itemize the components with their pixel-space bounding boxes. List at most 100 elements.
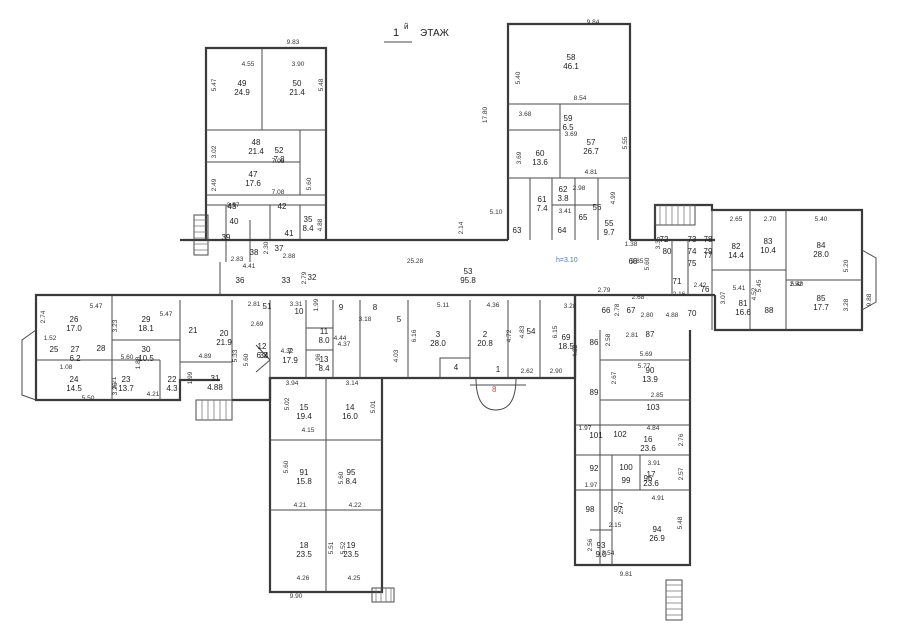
floor-title: 1 й ЭТАЖ	[384, 22, 450, 43]
dimension-label: 1.97	[579, 425, 592, 432]
dimension-label: 2.57	[678, 467, 685, 480]
room-number-66: 66	[602, 306, 611, 315]
dimension-label: 4.03	[393, 349, 400, 362]
dimension-label: 1.08	[60, 364, 73, 371]
room-number-73: 73	[688, 235, 697, 244]
room-area-20: 21.9	[216, 338, 232, 347]
dimension-label: 4.72	[506, 329, 513, 342]
room-number-61: 61	[538, 195, 547, 204]
room-number-15: 15	[300, 403, 309, 412]
room-number-26: 26	[70, 315, 79, 324]
room-area-13: 8.4	[318, 364, 330, 373]
room-area-81: 16.6	[735, 308, 751, 317]
room-number-24: 24	[70, 375, 79, 384]
dimension-label: 2.76	[678, 433, 685, 446]
room-number-98: 98	[586, 505, 595, 514]
room-number-9: 9	[339, 303, 344, 312]
dimension-label: 2.77	[618, 501, 625, 514]
dimension-label: 5.02	[284, 397, 291, 410]
dimension-label: 3.57	[227, 202, 240, 209]
dimension-label: 4.41	[243, 263, 256, 270]
room-area-60: 13.6	[532, 158, 548, 167]
dimension-label: 2.68	[632, 294, 645, 301]
dimension-label: 17.80	[482, 106, 489, 123]
room-area-84: 28.0	[813, 250, 829, 259]
stairs	[21, 204, 877, 621]
dimension-label: 2.83	[231, 256, 244, 263]
dimension-label: 9.81	[620, 571, 633, 578]
room-number-58: 58	[567, 53, 576, 62]
room-area-12: 6.2	[256, 351, 268, 360]
dimension-label: 5.60	[644, 257, 651, 270]
room-area-90: 13.9	[642, 375, 658, 384]
dimension-label: 9.83	[287, 39, 300, 46]
room-number-52: 52	[275, 146, 284, 155]
stair-west-top	[193, 214, 209, 256]
room-number-81: 81	[739, 299, 748, 308]
room-number-101: 101	[589, 431, 603, 440]
dimension-label: 2.98	[573, 185, 586, 192]
room-number-57: 57	[587, 138, 596, 147]
dimension-label: 3.69	[516, 151, 523, 164]
room-number-84: 84	[817, 241, 826, 250]
room-number-21: 21	[189, 326, 198, 335]
room-number-80: 80	[663, 247, 672, 256]
dimension-label: 2.30	[263, 241, 270, 254]
dimension-label: 3.28	[843, 298, 850, 311]
room-number-97: 97	[614, 505, 623, 514]
dimension-label: 1.99	[187, 371, 194, 384]
room-number-48: 48	[252, 138, 261, 147]
dimension-label: 4.21	[294, 502, 307, 509]
room-area-16: 23.6	[640, 444, 656, 453]
room-area-49: 24.9	[234, 88, 250, 97]
room-number-43: 43	[228, 202, 237, 211]
dimension-label: 1.52	[44, 335, 57, 342]
room-area-27: 6.2	[69, 354, 81, 363]
room-number-102: 102	[613, 430, 627, 439]
room-number-18: 18	[300, 541, 309, 550]
floor-number-suffix: й	[404, 22, 408, 31]
room-number-22: 22	[168, 375, 177, 384]
room-area-69: 18.5	[558, 342, 574, 351]
room-area-91: 15.8	[296, 477, 312, 486]
room-area-11: 8.0	[318, 336, 330, 345]
dimension-label: 2.81	[248, 301, 261, 308]
room-number-87: 87	[646, 330, 655, 339]
dimension-label: 2.81	[626, 332, 639, 339]
dimension-label: 5.60	[283, 460, 290, 473]
room-number-82: 82	[732, 242, 741, 251]
dimension-label: 2.42	[694, 282, 707, 289]
dimension-label: 5.60	[121, 354, 134, 361]
dimension-label: 2.58	[605, 333, 612, 346]
dimension-label: 5.48	[318, 78, 325, 91]
room-number-7: 7	[288, 347, 293, 356]
dimension-label: 2.49	[211, 178, 218, 191]
room-number-8: 8	[373, 303, 378, 312]
room-number-54: 54	[527, 327, 536, 336]
stair-sw	[371, 587, 395, 603]
room-area-14: 16.0	[342, 412, 358, 421]
dimension-label: 4.91	[652, 495, 665, 502]
room-number-88: 88	[765, 306, 774, 315]
room-number-91: 91	[300, 468, 309, 477]
room-area-94: 26.9	[649, 534, 665, 543]
dimension-label: 2.70	[764, 216, 777, 223]
room-area-18: 23.5	[296, 550, 312, 559]
room-number-100: 100	[619, 463, 633, 472]
room-number-49: 49	[238, 79, 247, 88]
stair-ne	[654, 204, 696, 226]
room-number-2: 2	[483, 330, 488, 339]
dimension-label: 5.01	[370, 400, 377, 413]
dimension-label: 5.20	[843, 259, 850, 272]
dimension-label: 5.11	[437, 302, 450, 309]
room-number-50: 50	[293, 79, 302, 88]
room-number-86: 86	[590, 338, 599, 347]
dimension-label: 2.69	[251, 321, 264, 328]
room-number-39: 39	[222, 233, 231, 242]
dimension-label: 3.35	[655, 236, 662, 249]
dimension-label: 2.78	[614, 303, 621, 316]
room-number-16: 16	[644, 435, 653, 444]
room-number-85: 85	[817, 294, 826, 303]
dimension-label: 3.54	[602, 550, 615, 557]
